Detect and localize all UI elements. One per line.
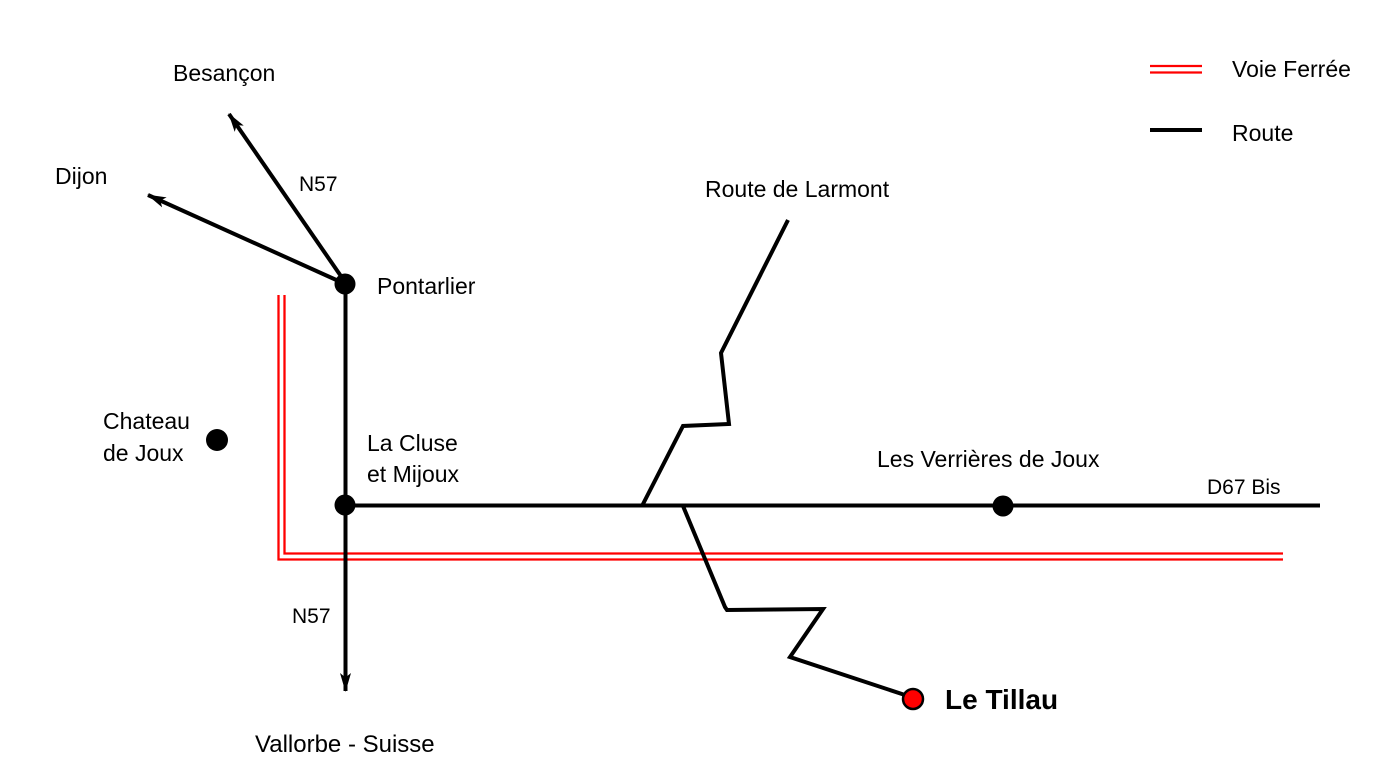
railway-line-outer xyxy=(277,295,1283,561)
road-route-de-larmont xyxy=(640,219,790,507)
legend-road-label: Route xyxy=(1232,120,1293,146)
label-d67-bis: D67 Bis xyxy=(1207,476,1281,499)
label-pontarlier: Pontarlier xyxy=(377,273,476,299)
label-le-tillau: Le Tillau xyxy=(945,684,1058,715)
label-n57-south: N57 xyxy=(292,605,331,628)
legend: Voie Ferrée Route xyxy=(1150,56,1351,146)
road-arrow-dijon xyxy=(147,193,344,285)
marker-la-cluse xyxy=(334,494,356,516)
label-besancon: Besançon xyxy=(173,60,275,86)
railway-line-inner xyxy=(283,295,1283,555)
label-dijon: Dijon xyxy=(55,163,107,189)
label-vallorbe-suisse: Vallorbe - Suisse xyxy=(255,731,435,758)
marker-chateau-de-joux xyxy=(206,429,228,451)
label-la-cluse-line1: La Cluse xyxy=(367,430,458,456)
road-to-le-tillau xyxy=(681,505,909,698)
label-la-cluse-line2: et Mijoux xyxy=(367,461,460,487)
marker-les-verrieres xyxy=(992,495,1014,517)
road-arrow-besancon xyxy=(227,112,347,284)
label-n57-north: N57 xyxy=(299,173,338,196)
label-chateau-de-joux-line2: de Joux xyxy=(103,440,184,466)
marker-le-tillau-destination xyxy=(901,687,925,711)
legend-railway-label: Voie Ferrée xyxy=(1232,56,1351,82)
label-les-verrieres: Les Verrières de Joux xyxy=(877,446,1100,472)
label-route-de-larmont: Route de Larmont xyxy=(705,176,890,202)
label-chateau-de-joux-line1: Chateau xyxy=(103,408,190,434)
marker-pontarlier xyxy=(334,273,356,295)
